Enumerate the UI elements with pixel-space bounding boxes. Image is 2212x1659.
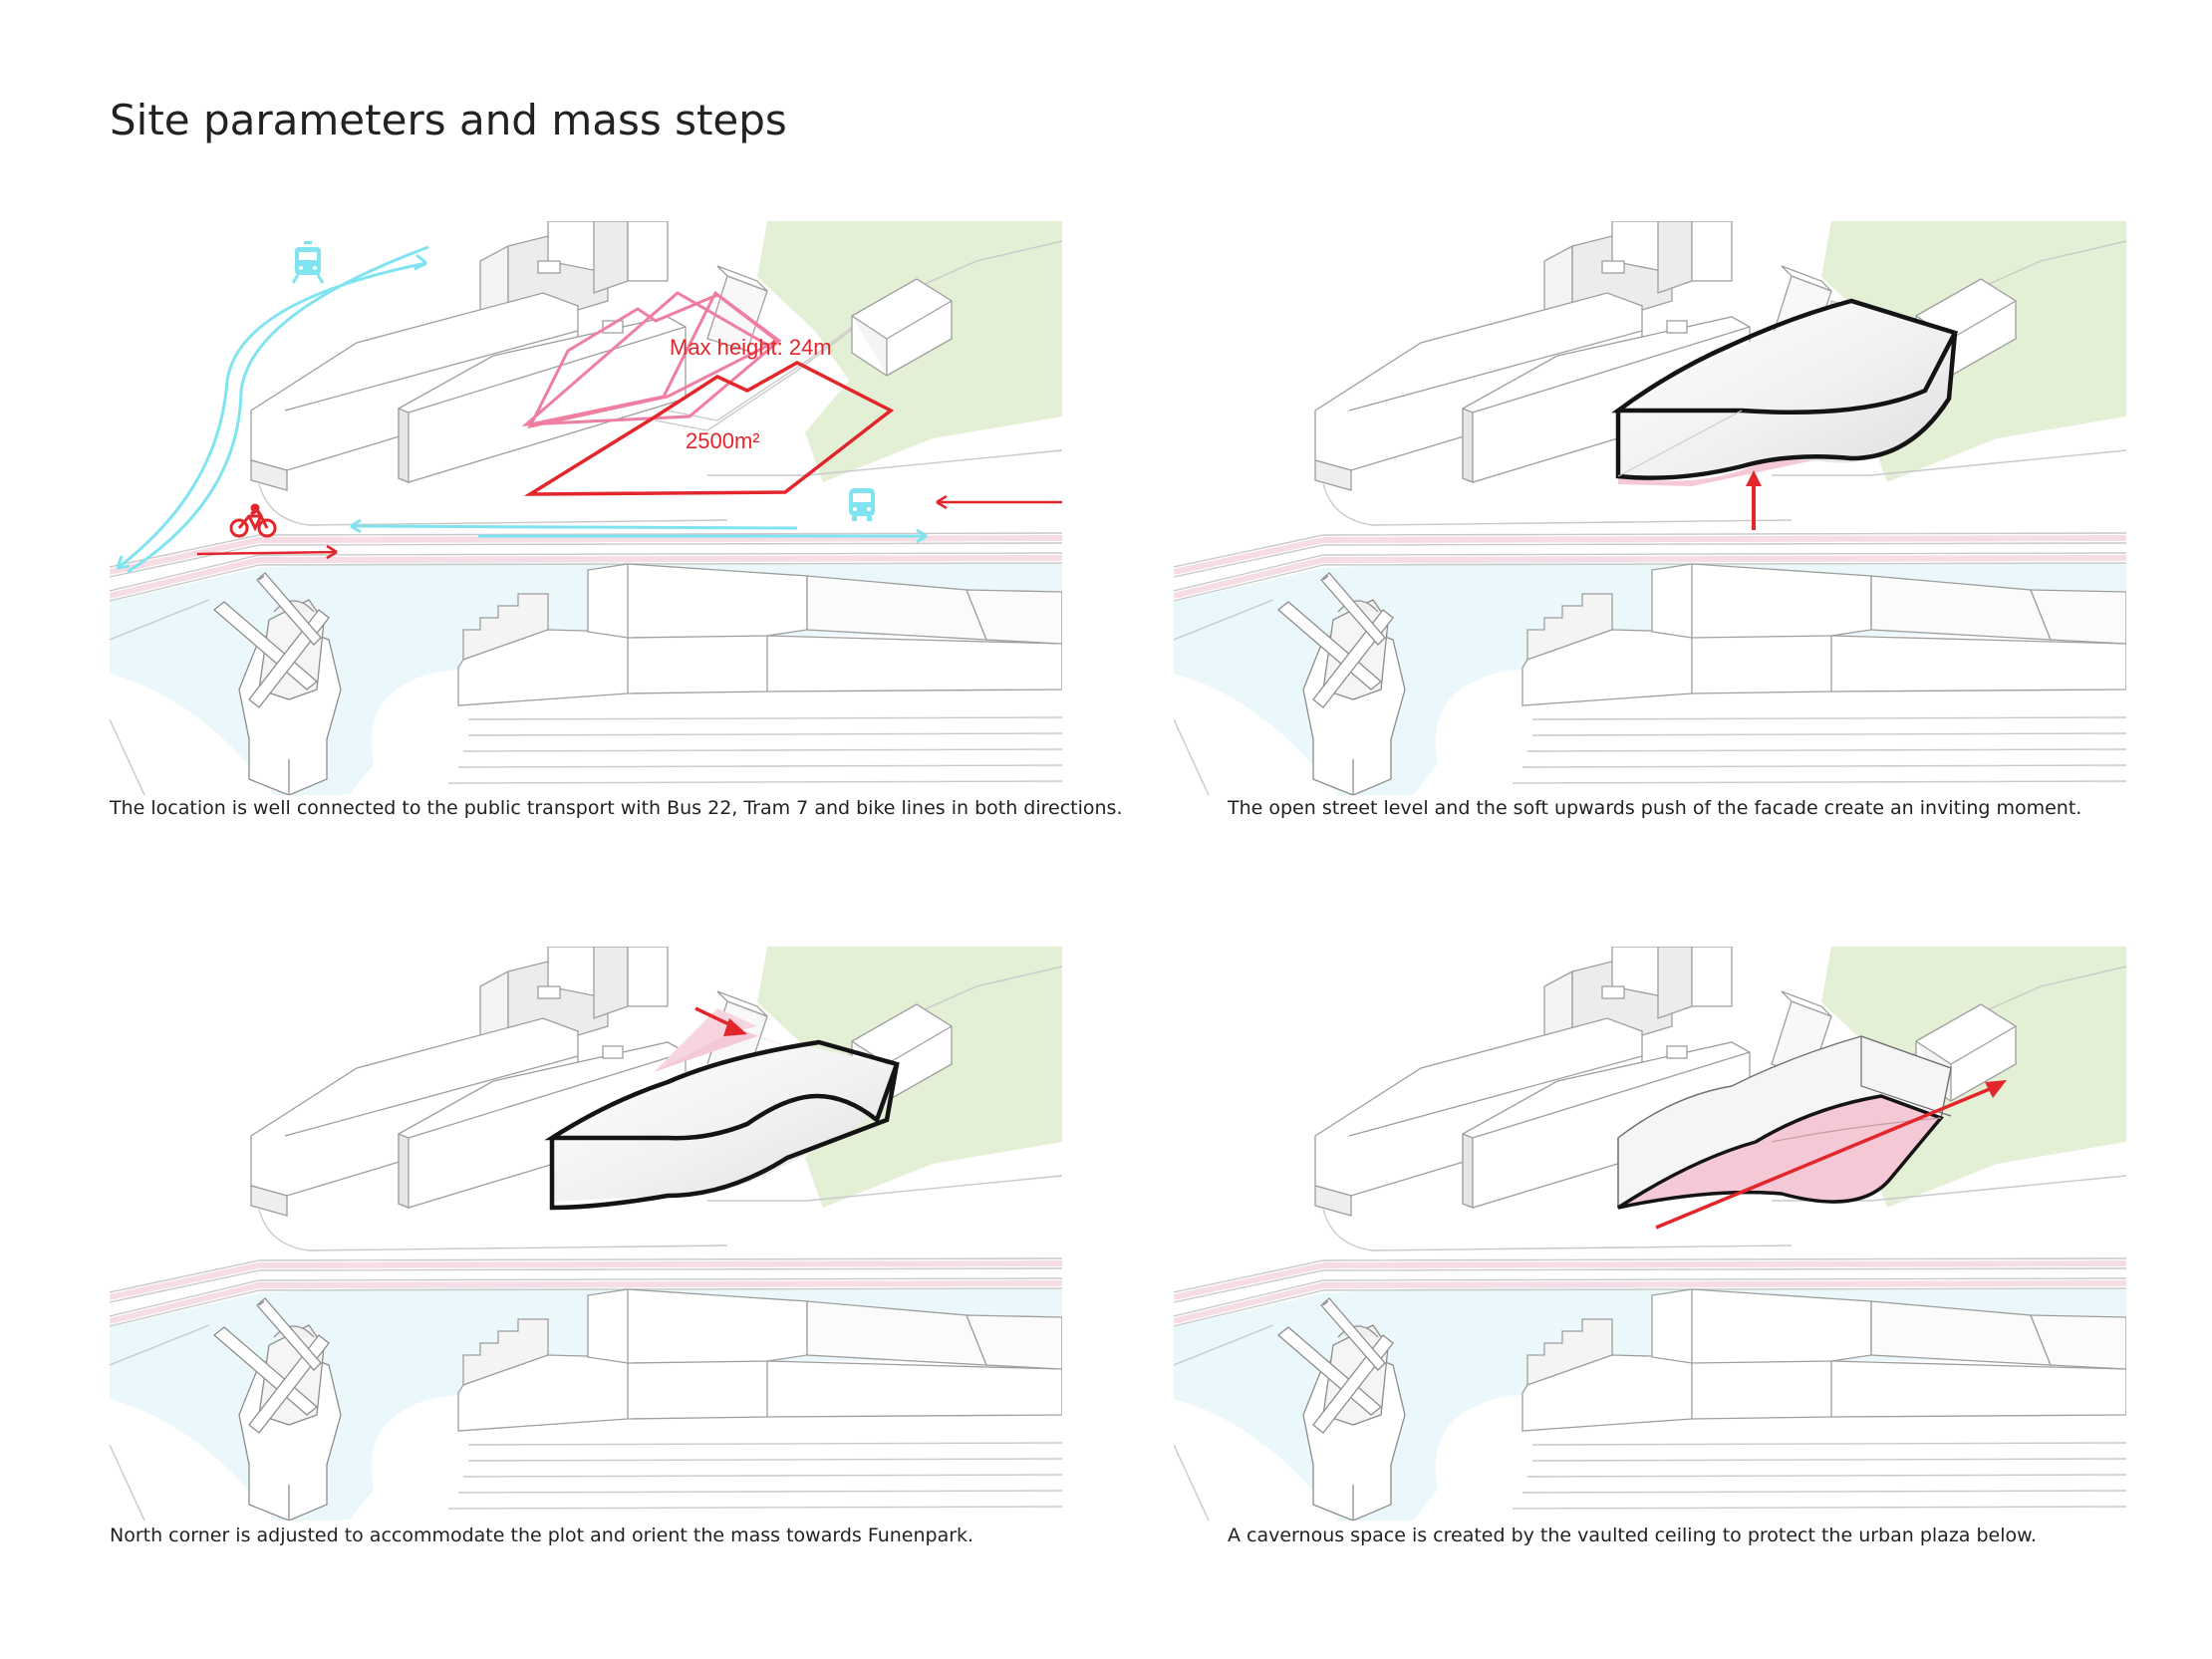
diagram-panel-transit: Max height: 24m 2500m²: [110, 221, 1062, 795]
max-height-outline: [521, 290, 782, 426]
building-mass: [552, 1046, 897, 1202]
bus-route: [350, 518, 928, 544]
diagram-panel-north-corner: [110, 947, 1062, 1521]
corner-adjust-area: [654, 1026, 819, 1072]
building-mass: [1618, 301, 1955, 479]
max-height-label: Max height: 24m: [670, 335, 832, 360]
site-diagram-transit: Max height: 24m 2500m²: [110, 221, 1062, 795]
tram-icon: [291, 241, 325, 284]
push-arrow: [1746, 470, 1762, 530]
mass-bottom-outline: [1615, 332, 1958, 480]
site-diagram-cavern: [1174, 947, 2126, 1521]
diagram-panel-street-level: [1174, 221, 2126, 795]
mass-bottom-outline: [549, 1063, 900, 1211]
ground-shadow: [1618, 452, 1851, 486]
diagram-panel-cavern: [1174, 947, 2126, 1521]
vaulted-ceiling: [1617, 1094, 1944, 1210]
caption-cavern: A cavernous space is created by the vaul…: [1228, 1524, 2037, 1546]
mass-top-outline: [1611, 298, 1959, 415]
max-height-envelope: [527, 293, 780, 429]
caption-transit: The location is well connected to the pu…: [110, 797, 1123, 819]
bike-route: [196, 494, 1062, 560]
mass-top-outline: [544, 1039, 900, 1141]
caption-north-corner: North corner is adjusted to accommodate …: [110, 1524, 974, 1546]
north-corner-arrow: [694, 1006, 747, 1036]
page-title: Site parameters and mass steps: [110, 96, 787, 144]
caption-street-level: The open street level and the soft upwar…: [1228, 797, 2082, 819]
tram-route: [116, 245, 429, 574]
plot-area-label: 2500m²: [686, 428, 760, 453]
bicycle-icon: [229, 503, 277, 538]
site-diagram-street-level: [1174, 221, 2126, 795]
orientation-arrow: [1655, 1080, 2007, 1230]
plot-outline: [523, 361, 895, 496]
bus-icon: [849, 488, 875, 521]
site-diagram-north-corner: [110, 947, 1062, 1521]
